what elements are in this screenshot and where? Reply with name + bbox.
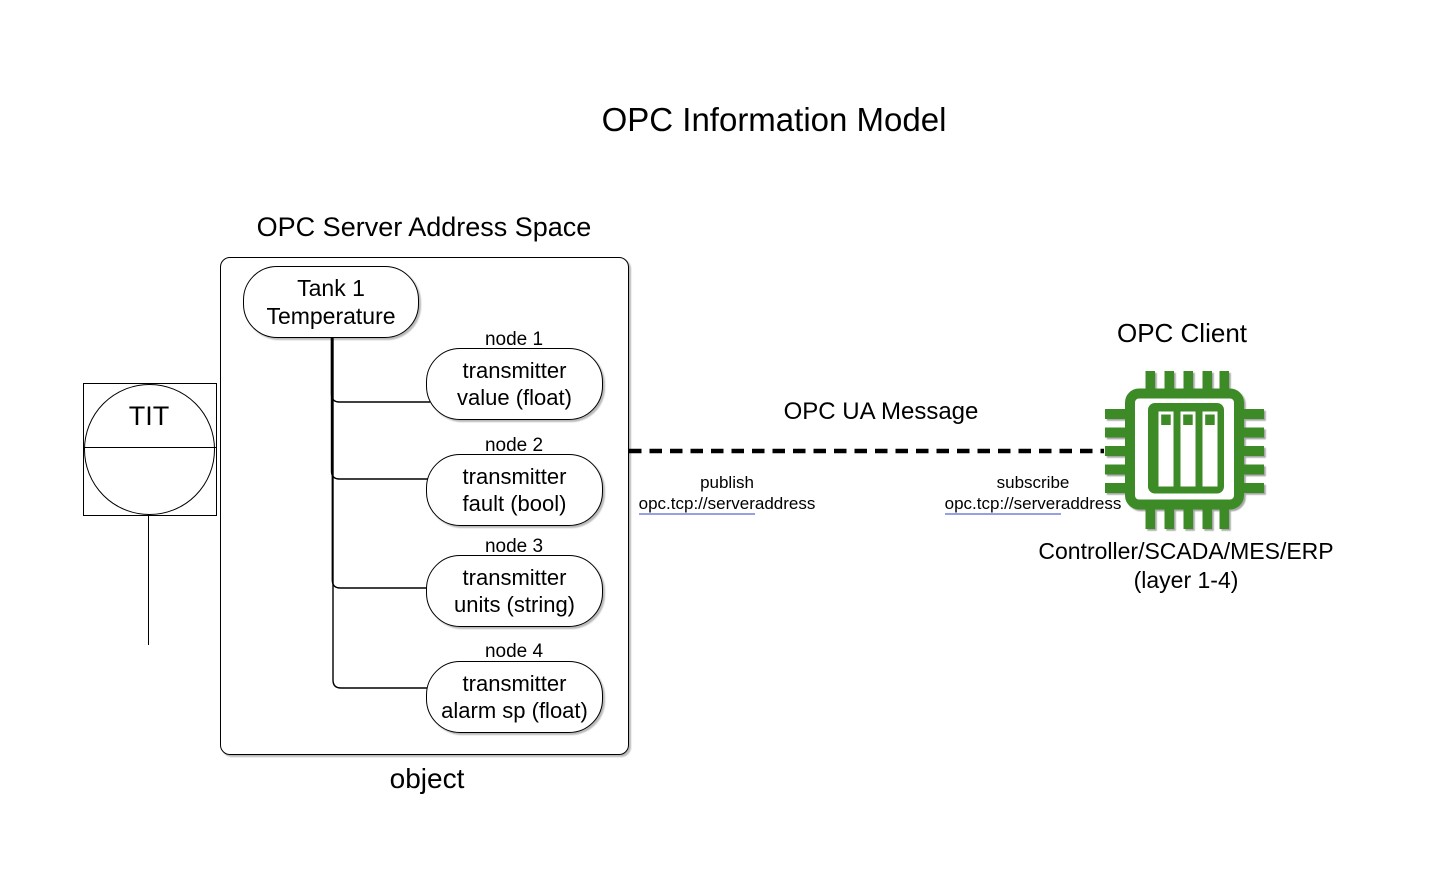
subscribe-label: subscribe [996,473,1070,492]
opc-ua-message-label: OPC UA Message [783,398,979,425]
node-2-line1: transmitter [462,464,567,489]
tank-temperature-node: Tank 1 Temperature [243,266,419,338]
node-1-line2: value (float) [457,385,572,410]
tank-node-line1: Tank 1 [297,275,365,301]
node-2-line2: fault (bool) [462,491,567,516]
tit-divider-line [83,447,216,448]
publish-address-underlined[interactable]: opc.tcp://server [638,494,755,515]
publish-address-link[interactable]: opc.tcp://serveraddress [626,493,828,515]
node-4-line1: transmitter [462,671,567,696]
subscribe-address-rest[interactable]: address [1060,494,1122,513]
node-4-line2: alarm sp (float) [441,698,588,723]
publish-block: publish opc.tcp://serveraddress [626,472,828,515]
controller-caption-line2: (layer 1-4) [1133,567,1239,593]
node-4-label: node 4 [484,641,544,662]
node-3-label: node 3 [484,536,544,557]
tit-tag: TIT [128,401,170,431]
tit-circle-icon [84,384,215,515]
node-3-line1: transmitter [462,565,567,590]
subscribe-address-link[interactable]: opc.tcp://serveraddress [932,493,1134,515]
opc-client-label: OPC Client [1116,318,1248,348]
subscribe-block: subscribe opc.tcp://serveraddress [932,472,1134,515]
node-3-line2: units (string) [453,592,576,617]
tit-stem-line [147,514,149,645]
server-address-space-box [220,257,629,755]
tank-node-line2: Temperature [266,303,396,329]
server-address-space-label: OPC Server Address Space [256,212,592,242]
controller-caption: Controller/SCADA/MES/ERP (layer 1-4) [1035,537,1337,595]
node-3-oval: transmitter units (string) [426,555,603,627]
publish-label: publish [700,473,754,492]
page-title: OPC Information Model [601,101,947,138]
node-1-oval: transmitter value (float) [426,348,603,420]
publish-address-rest[interactable]: address [754,494,816,513]
controller-caption-line1: Controller/SCADA/MES/ERP [1038,538,1334,564]
subscribe-address-underlined[interactable]: opc.tcp://server [944,494,1061,515]
node-2-oval: transmitter fault (bool) [426,454,603,526]
object-caption: object [389,763,465,794]
node-1-line1: transmitter [462,358,567,383]
node-1-label: node 1 [484,329,544,350]
node-4-oval: transmitter alarm sp (float) [426,661,603,733]
node-2-label: node 2 [484,435,544,456]
